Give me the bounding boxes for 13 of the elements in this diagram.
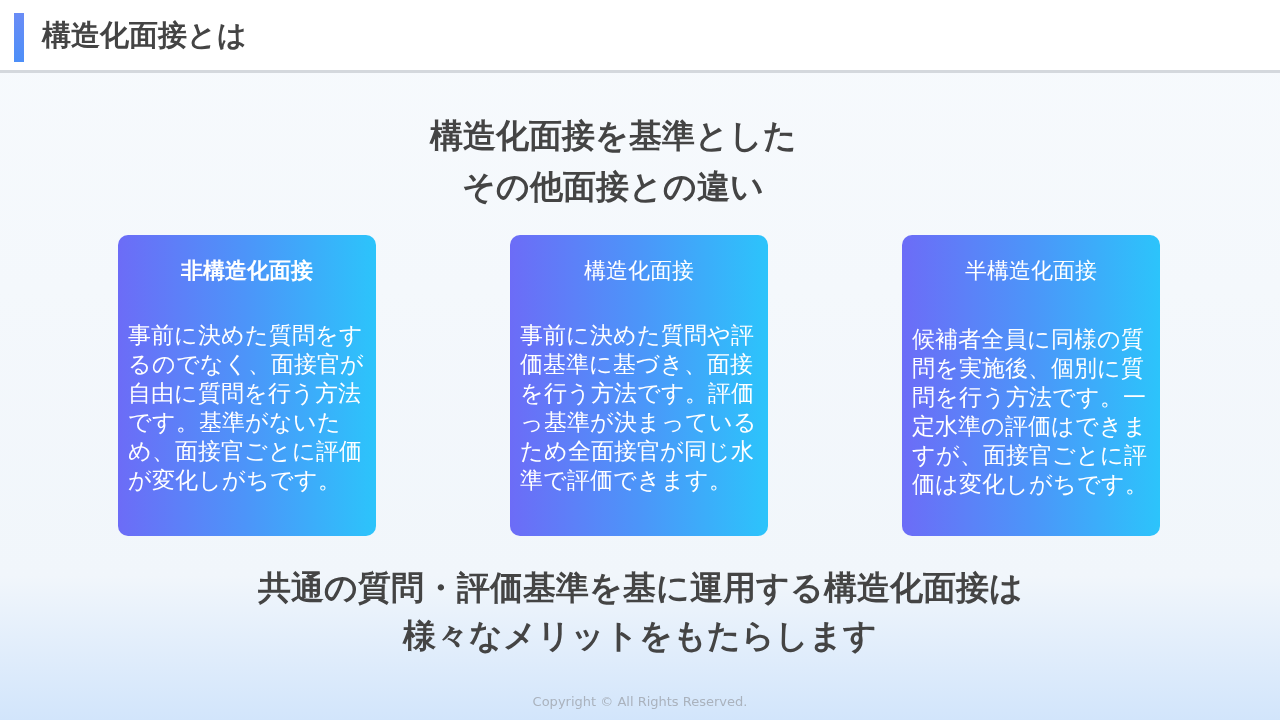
summary-text: 共通の質問・評価基準を基に運用する構造化面接は様々なメリットをもたらします [256,567,1024,657]
card-text: 事前に決めた質問をするのでなく、面接官が自由に質問を行う方法です。基準がないため、面接官ごとに評価が変化しがちです。 [128,321,365,495]
card-heading: 非構造化面接 [181,257,313,285]
subtitle: 構造化面接を基準としたその他面接との違い [428,115,798,208]
card-text: 事前に決めた質問や評価基準に基づき、面接を行う方法です。評価っ基準が決まっているため全面接官が同じ水準で評価できます。 [520,321,758,495]
info-card [902,235,1160,536]
info-card [118,235,376,536]
page-title: 構造化面接とは [42,17,247,54]
info-card [510,235,768,536]
copyright-text: Copyright © All Rights Reserved. [531,693,749,711]
card-heading: 半構造化面接 [965,257,1097,285]
card-heading: 構造化面接 [584,257,694,285]
card-text: 候補者全員に同様の質問を実施後、個別に質問を行う方法です。一定水準の評価はできますが、面接官ごとに評価は変化しがちです。 [912,325,1149,499]
